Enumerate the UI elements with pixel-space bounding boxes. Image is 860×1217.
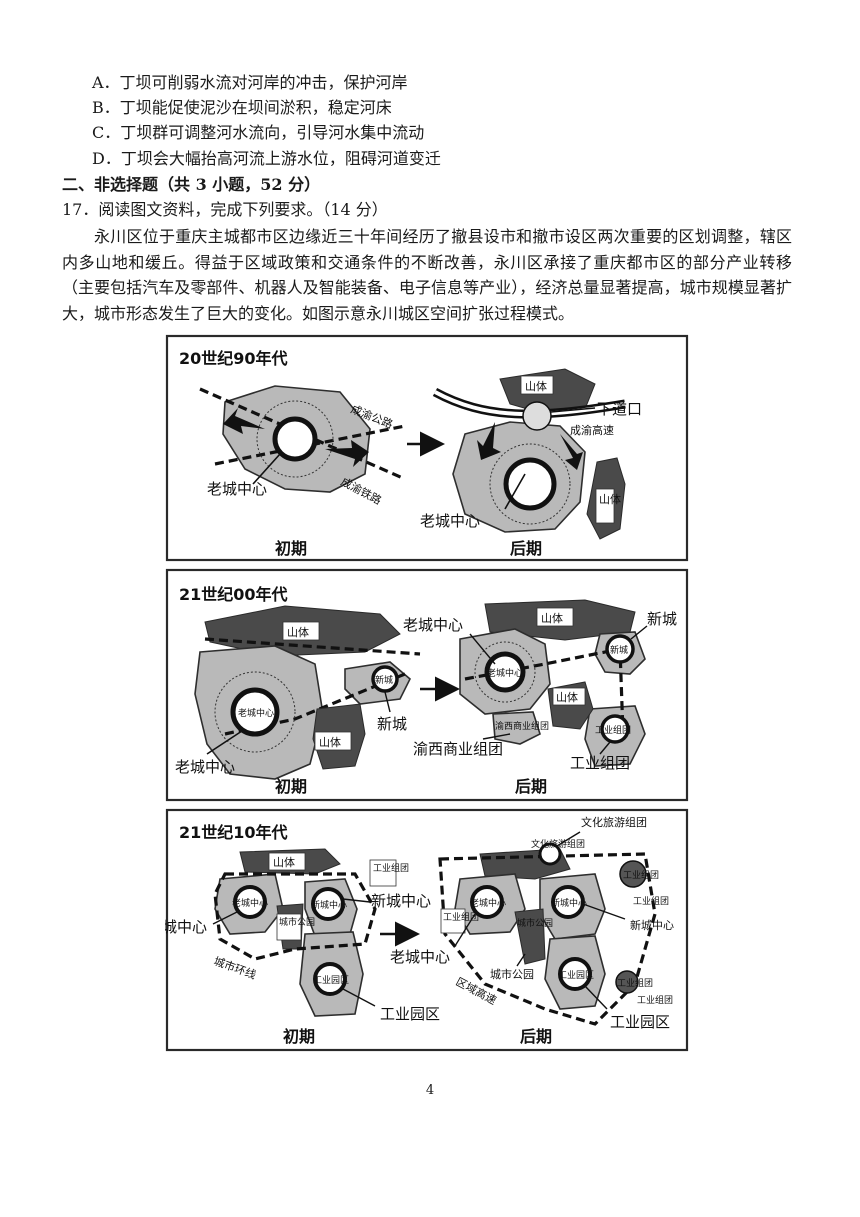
mountain-shape [514, 908, 546, 965]
rail-line [214, 424, 406, 466]
old-center-label: 老城中心 [175, 758, 235, 776]
ring-road [213, 872, 377, 961]
early-label: 初期 [283, 1027, 315, 1046]
panel-1990s: 20世纪90年代 成渝公路 成渝铁路 老城中心 初期 山体 下道口 成渝高速 老… [165, 334, 689, 562]
industrial-park-inner: 工业园区 [313, 975, 349, 986]
panel-2000s-title: 21世纪00年代 [179, 585, 288, 604]
expand-arrow-icon [325, 440, 369, 467]
new-center-label: 新城中心 [630, 918, 674, 932]
industry-group-right-top: 工业组团 [633, 895, 669, 907]
option-c: C．丁坝群可调整河水流向，引导河水集中流动 [92, 123, 425, 142]
old-center-ring [484, 651, 526, 693]
industrial-park-label: 工业园区 [610, 1013, 670, 1031]
industry-group-right-bottom: 工业组团 [637, 994, 673, 1006]
old-center-inner: 老城中心 [238, 707, 274, 719]
old-center-inner: 老城中心 [470, 897, 506, 909]
old-center-inner: 老城中心 [232, 897, 268, 909]
old-center-ring [503, 457, 557, 511]
new-city-label: 新城 [377, 715, 407, 733]
industry-group-label: 工业组团 [570, 754, 630, 772]
new-city-inner: 新城 [610, 644, 628, 656]
question-stem: 17．阅读图文资料，完成下列要求。（14 分） [62, 200, 388, 219]
expand-arrow-icon [223, 408, 265, 434]
commerce-inner: 渝西商业组团 [495, 720, 549, 732]
panel-2000s: 21世纪00年代 山体 老城中心 新城 新城 山体 老城中心 初期 山体 山体 [165, 568, 689, 802]
industry-group-right-bottom-inner: 工业组团 [617, 977, 653, 989]
new-center-ring [551, 885, 585, 919]
exit-label: 下道口 [597, 400, 642, 418]
panel-1990s-title: 20世纪90年代 [179, 349, 288, 368]
old-center-inner: 老城中心 [487, 667, 523, 679]
option-d: D．丁坝会大幅抬高河流上游水位，阻碍河道变迁 [92, 149, 441, 168]
section-title: 二、非选择题（共 3 小题，52 分） [62, 175, 321, 194]
park-label: 城市公园 [279, 916, 315, 928]
early-label: 初期 [275, 777, 307, 796]
old-center-label: 老城中心 [420, 512, 480, 530]
old-center-ring [233, 885, 267, 919]
new-center-ring [311, 887, 345, 921]
industrial-park-ring [313, 962, 347, 996]
option-a: A．丁坝可削弱水流对河岸的冲击，保护河岸 [92, 73, 408, 92]
old-center-ring [272, 416, 318, 462]
new-city-ring [371, 665, 399, 693]
expand-arrow-icon [560, 434, 583, 470]
old-center-label: 老城中心 [403, 616, 463, 634]
expressway-line [438, 852, 657, 1026]
city-expansion-figure: 20世纪90年代 成渝公路 成渝铁路 老城中心 初期 山体 下道口 成渝高速 老… [165, 334, 689, 1052]
city-area [492, 711, 541, 745]
expand-arrow-icon [477, 422, 501, 460]
industry-group-left: 工业组团 [443, 911, 479, 923]
highway-label: 成渝高速 [570, 423, 614, 437]
page-number: 4 [425, 1083, 435, 1098]
mountain-label: 山体 [525, 379, 547, 393]
industrial-park-ring [558, 957, 592, 991]
industry-group-node [619, 860, 647, 888]
tourism-ring [538, 842, 562, 866]
industry-group-node [615, 970, 639, 994]
new-center-inner: 新城中心 [551, 897, 587, 909]
new-city-ring [605, 634, 635, 664]
question-paragraph: 永川区位于重庆主城都市区边缘近三十年间经历了撤县设市和撤市设区两次重要的区划调整… [62, 227, 792, 323]
old-center-label: 老城中心 [390, 948, 450, 966]
mountain-label: 山体 [273, 855, 295, 869]
exit-node [522, 401, 552, 431]
new-center-label: 新城中心 [371, 892, 431, 910]
panel-2010s-title: 21世纪10年代 [179, 823, 288, 842]
park-label: 城市公园 [490, 967, 534, 981]
old-center-ring [470, 885, 504, 919]
industry-group-right-top-inner: 工业组团 [623, 869, 659, 881]
panel-2010s: 21世纪10年代 山体 工业组团 城市公园 老城中心 新城中心 工业园区 老城中… [165, 808, 689, 1052]
mountain-label: 山体 [599, 492, 621, 506]
late-label: 后期 [515, 777, 547, 796]
mountain-label: 山体 [541, 611, 563, 625]
industrial-park-label: 工业园区 [380, 1005, 440, 1023]
option-b: B．丁坝能促使泥沙在坝间淤积，稳定河床 [92, 98, 392, 117]
tourism-label: 文化旅游组团 [581, 815, 647, 829]
late-label: 后期 [510, 539, 542, 558]
tourism-inner: 文化旅游组团 [531, 838, 585, 850]
industrial-park-inner: 工业园区 [558, 970, 594, 981]
old-center-label: 老城中心 [207, 480, 267, 498]
park-inner: 城市公园 [517, 917, 553, 929]
old-center-ring [230, 687, 280, 737]
early-label: 初期 [275, 539, 307, 558]
new-city-inner: 新城 [375, 674, 393, 686]
commerce-label: 渝西商业组团 [413, 740, 503, 758]
industry-group-inner: 工业组团 [595, 724, 631, 736]
new-city-label: 新城 [647, 610, 677, 628]
mountain-label: 山体 [556, 690, 578, 704]
road-line [199, 387, 406, 481]
industry-group-label: 工业组团 [373, 862, 409, 874]
old-center-label: 老城中心 [165, 918, 207, 936]
industry-group-ring [600, 714, 630, 744]
mountain-label: 山体 [287, 625, 309, 639]
late-label: 后期 [520, 1027, 552, 1046]
mountain-label: 山体 [319, 735, 341, 749]
new-center-inner: 新城中心 [311, 899, 347, 911]
